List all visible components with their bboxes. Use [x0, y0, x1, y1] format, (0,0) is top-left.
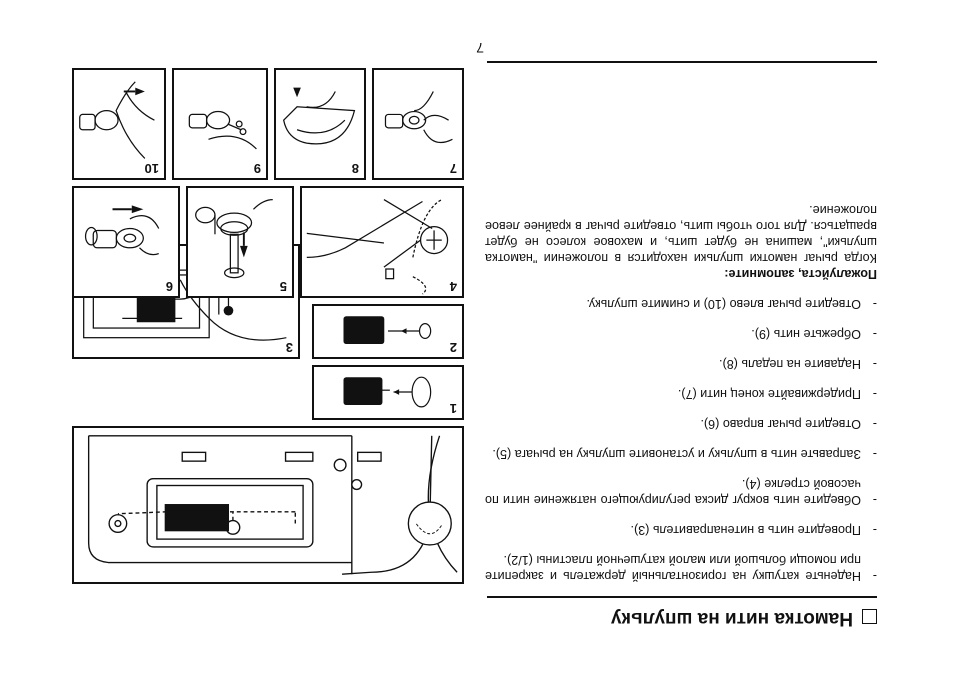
- section-title: Намотка нити на шпульку: [610, 608, 853, 629]
- figure-1-panel: 1: [312, 365, 464, 420]
- step-text: Придерживайте конец нити (7).: [677, 387, 861, 401]
- instructions-column: -Наденьте катушку на горизонтальный держ…: [485, 202, 877, 584]
- bullet-dash: -: [872, 357, 877, 371]
- figure-5-panel: 5: [186, 186, 294, 298]
- step-item: -Заправьте нить в шпульку и установите ш…: [485, 446, 877, 462]
- step-item: -Отведите рычаг вправо (6).: [485, 416, 877, 432]
- spool-small-cap-illustration: [343, 316, 432, 345]
- bullet-dash: -: [872, 297, 877, 311]
- step-item: -Наденьте катушку на горизонтальный держ…: [485, 552, 877, 584]
- bottom-divider: [487, 61, 877, 63]
- step-item: -Обрежьте нить (9).: [485, 326, 877, 342]
- figure-4-panel: 4: [300, 186, 464, 298]
- cut-thread-illustration: [188, 110, 257, 150]
- figure-7-panel: 7: [372, 68, 464, 180]
- figure-2-panel: 2: [312, 304, 464, 359]
- step-item: -Отведите рычаг влево (10) и снимите шпу…: [485, 296, 877, 312]
- page-number: 7: [476, 40, 484, 56]
- bullet-dash: -: [872, 327, 877, 341]
- step-item: -Надавите на педаль (8).: [485, 356, 877, 372]
- figure-10-panel: 10: [72, 68, 166, 180]
- lever-left-remove-bobbin-illustration: [79, 81, 155, 159]
- step-text: Заправьте нить в шпульку и установите шп…: [492, 447, 861, 461]
- bullet-dash: -: [872, 387, 877, 401]
- step-text: Наденьте катушку на горизонтальный держа…: [485, 553, 861, 583]
- section-checkbox-square: [862, 609, 877, 624]
- step-text: Отведите рычаг вправо (6).: [700, 417, 861, 431]
- figure-9-panel: 9: [172, 68, 268, 180]
- lever-right-illustration: [84, 205, 160, 256]
- foot-pedal-illustration: [282, 87, 356, 145]
- bullet-dash: -: [872, 523, 877, 537]
- sewing-machine-illustration: [87, 435, 458, 575]
- step-item: -Придерживайте конец нити (7).: [485, 386, 877, 402]
- bullet-dash: -: [872, 493, 877, 507]
- tension-disc-illustration: [306, 199, 449, 295]
- step-text: Обрежьте нить (9).: [751, 327, 861, 341]
- hold-thread-end-illustration: [384, 91, 453, 144]
- bobbin-onto-shaft-illustration: [195, 199, 273, 279]
- step-text: Отведите рычаг влево (10) и снимите шпул…: [586, 297, 861, 311]
- bullet-dash: -: [872, 417, 877, 431]
- note-heading: Пожалуйста, запомните:: [724, 267, 877, 281]
- step-text: Проведите нить в нитенаправитель (3).: [630, 523, 862, 537]
- section-title-row: Намотка нити на шпульку: [477, 602, 877, 630]
- note-text: Когда рычаг намотки шпульки находится в …: [485, 203, 877, 265]
- figure-6-panel: 6: [72, 186, 180, 298]
- step-item: -Проведите нить в нитенаправитель (3).: [485, 522, 878, 538]
- title-divider: [487, 596, 877, 598]
- bullet-dash: -: [872, 447, 877, 461]
- step-item: -Обведите нить вокруг диска регулирующег…: [485, 476, 877, 508]
- step-text: Надавите на педаль (8).: [719, 357, 861, 371]
- bullet-dash: -: [872, 569, 877, 583]
- step-text: Обведите нить вокруг диска регулирующего…: [485, 477, 861, 507]
- figure-8-panel: 8: [274, 68, 366, 180]
- machine-threading-figure: [72, 426, 464, 584]
- spool-large-cap-illustration: [343, 376, 432, 408]
